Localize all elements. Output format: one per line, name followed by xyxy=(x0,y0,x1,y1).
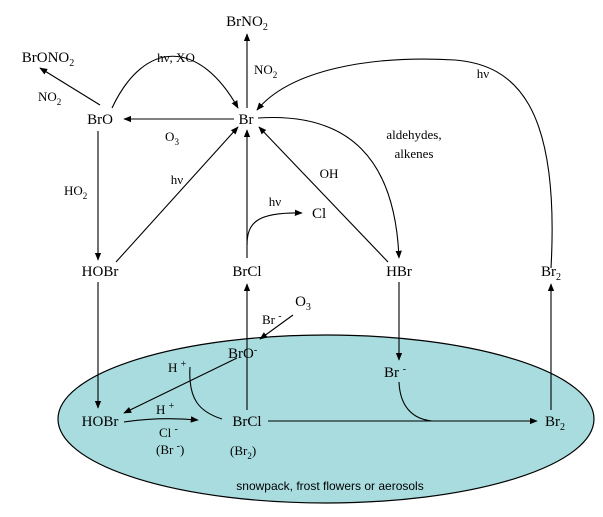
reaction-condition-labels: NO2 hν, XO NO2 hν O3 aldehydes, alkenes … xyxy=(38,50,489,461)
label-oh: OH xyxy=(320,166,339,181)
label-hv-xo: hν, XO xyxy=(157,50,195,65)
label-hv-cl: hν xyxy=(269,194,282,209)
arrow-hobr-to-br xyxy=(115,126,239,263)
species-br-minus-top: Br - xyxy=(262,311,282,327)
species-brono2: BrONO2 xyxy=(22,50,75,69)
species-bro: BrO xyxy=(87,112,113,128)
label-ho2: HO2 xyxy=(64,183,87,201)
aqueous-phase-ellipse xyxy=(57,334,595,504)
species-br: Br xyxy=(239,112,254,128)
arrow-bro-to-br-hv-xo xyxy=(111,55,239,109)
label-no2-top: NO2 xyxy=(254,62,277,80)
label-no2-left: NO2 xyxy=(38,89,61,107)
label-cl-minus: Cl - xyxy=(159,424,178,440)
label-o3: O3 xyxy=(165,129,179,147)
species-br-minus-mid: Br - xyxy=(384,364,406,381)
arrow-br-minus-merge xyxy=(398,381,433,422)
species-br2: Br2 xyxy=(541,264,561,283)
species-o3-gas: O3 xyxy=(295,294,311,313)
arrow-brcl-to-cl xyxy=(246,209,303,246)
species-hobr-aq: HOBr xyxy=(82,414,119,430)
arrow-bro-to-brono2 xyxy=(39,67,101,106)
arrow-hbr-to-br xyxy=(258,126,389,263)
arrow-hobr-to-brcl-aq xyxy=(123,416,199,423)
label-hv-right: hν xyxy=(477,66,490,81)
species-cl: Cl xyxy=(312,206,326,222)
species-hobr: HOBr xyxy=(82,264,119,280)
species-brcl-aq: BrCl xyxy=(232,414,261,430)
species-bro-minus: BrO- xyxy=(228,345,257,362)
reaction-arrows xyxy=(39,33,555,425)
caption: snowpack, frost flowers or aerosols xyxy=(236,479,423,493)
species-brcl: BrCl xyxy=(232,264,261,280)
arrow-br2-to-br-hv xyxy=(256,58,553,269)
arrow-br-to-hbr xyxy=(257,116,402,259)
arrow-bro-minus-to-hobr-aq xyxy=(123,357,238,414)
species-hbr: HBr xyxy=(386,264,412,280)
arrow-h-plus-merge xyxy=(189,366,223,420)
label-alkenes: alkenes xyxy=(395,146,434,161)
label-hv-left: hν xyxy=(171,172,184,187)
label-aldehydes: aldehydes, xyxy=(386,127,441,142)
label-br-minus-paren: (Br -) xyxy=(156,441,184,457)
species-brno2: BrNO2 xyxy=(226,14,268,33)
arrow-o3-to-bro-minus xyxy=(259,314,294,340)
